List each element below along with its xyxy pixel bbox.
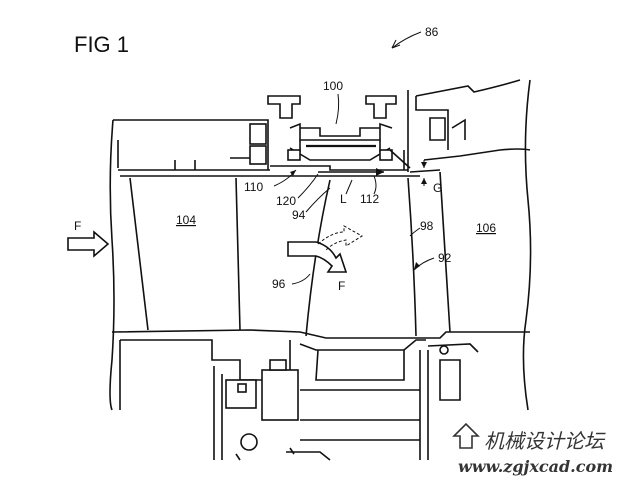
label-106: 106 (476, 221, 496, 235)
right-casing (407, 79, 532, 411)
vane-104 (129, 177, 241, 331)
gap-arrows-g (421, 160, 427, 186)
label-112: 112 (360, 192, 379, 206)
flow-arrow-center (287, 241, 348, 273)
vane-106 (439, 171, 451, 333)
watermark: 机械设计论坛 www.zgjxcad.com (452, 422, 613, 476)
label-86: 86 (425, 25, 439, 39)
flow-arrow-left (67, 230, 110, 258)
inner-platform (111, 329, 530, 461)
leader-112 (373, 175, 377, 195)
label-98: 98 (420, 219, 434, 233)
label-f-left: F (74, 219, 81, 233)
outer-casing (109, 119, 270, 411)
leader-l (345, 179, 353, 195)
label-110: 110 (244, 180, 263, 194)
leader-92 (413, 257, 435, 271)
shroud-gap (120, 149, 420, 177)
label-94: 94 (292, 208, 306, 222)
figure-title: FIG 1 (74, 32, 129, 57)
label-120: 120 (276, 194, 296, 208)
label-104: 104 (176, 213, 196, 227)
label-100: 100 (323, 79, 343, 93)
leader-120 (297, 173, 319, 199)
seal-assembly-100 (267, 95, 397, 161)
label-f-center: F (338, 279, 345, 293)
watermark-url: www.zgjxcad.com (458, 457, 613, 476)
label-96: 96 (272, 277, 286, 291)
leader-86 (391, 31, 422, 49)
label-g: G (433, 181, 442, 195)
leader-98 (409, 227, 421, 237)
leakage-flow-arrow (318, 168, 384, 176)
flow-arrow-deflected (317, 225, 363, 251)
watermark-cn-text: 机械设计论坛 (484, 429, 606, 453)
leader-96 (291, 273, 311, 285)
leader-100 (335, 93, 340, 125)
label-l: L (340, 192, 347, 206)
